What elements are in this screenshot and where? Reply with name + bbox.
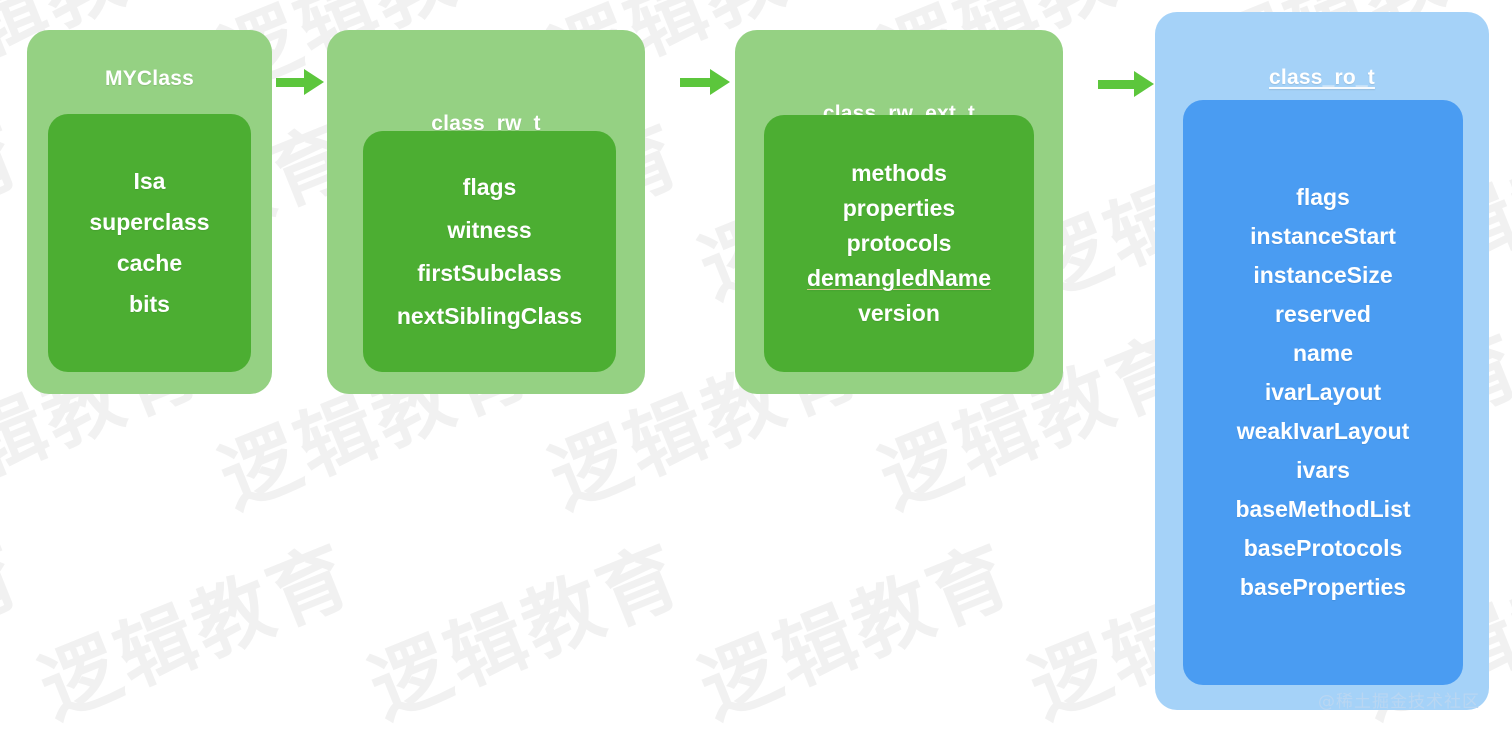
field-baseprotocols: baseProtocols (1243, 535, 1403, 561)
arrow-shaft (276, 77, 304, 87)
field-flags: flags (462, 173, 517, 200)
field-baseproperties: baseProperties (1239, 574, 1407, 600)
node-class-rw-t[interactable]: class_rw_t flags witness firstSubclass n… (327, 30, 645, 394)
field-flags: flags (1296, 184, 1350, 210)
field-version: version (858, 300, 940, 326)
field-reserved: reserved (1275, 301, 1371, 327)
field-superclass: superclass (89, 209, 210, 235)
field-instancestart: instanceStart (1250, 223, 1396, 249)
node-class-ro-t-title: class_ro_t (1269, 66, 1375, 89)
watermark-tile: 逻辑教育 (861, 723, 1207, 733)
watermark-tile: 逻辑教育 (0, 529, 36, 733)
arrow-head-icon (1134, 71, 1154, 97)
field-witness: witness (447, 216, 532, 243)
field-weakivarlayout: weakIvarLayout (1236, 418, 1410, 444)
arrow-myclass-to-class-rw-t (276, 69, 324, 95)
node-class-rw-t-fields: flags witness firstSubclass nextSiblingC… (363, 131, 616, 372)
field-demangledname: demangledName (806, 265, 992, 291)
watermark-tile: 逻辑教育 (531, 723, 877, 733)
field-properties: properties (842, 195, 956, 221)
arrow-head-icon (304, 69, 324, 95)
node-myclass[interactable]: MYClass Isa superclass cache bits (27, 30, 272, 394)
field-ivarlayout: ivarLayout (1264, 379, 1382, 405)
arrow-head-icon (710, 69, 730, 95)
arrow-class-rw-t-to-class-rw-ext-t (680, 69, 730, 95)
node-class-rw-ext-t-fields: methods properties protocols demangledNa… (764, 115, 1034, 372)
field-nextsiblingclass: nextSiblingClass (396, 302, 583, 329)
field-basemethodlist: baseMethodList (1235, 496, 1411, 522)
field-ivars: ivars (1296, 457, 1350, 483)
field-firstsubclass: firstSubclass (417, 259, 562, 286)
credit-watermark: @稀土掘金技术社区 (1318, 692, 1480, 712)
field-protocols: protocols (846, 230, 952, 256)
node-class-ro-t[interactable]: class_ro_t flags instanceStart instanceS… (1155, 12, 1489, 710)
field-cache: cache (116, 250, 183, 276)
field-isa: Isa (133, 168, 166, 194)
arrow-shaft (680, 77, 710, 87)
field-name: name (1292, 340, 1354, 366)
field-methods: methods (851, 160, 947, 186)
watermark-tile: 逻辑教育 (201, 723, 547, 733)
watermark-tile: 逻辑教育 (687, 529, 1026, 733)
node-myclass-fields: Isa superclass cache bits (48, 114, 251, 372)
field-instancesize: instanceSize (1253, 262, 1393, 288)
arrow-class-rw-ext-t-to-class-ro-t (1098, 71, 1154, 97)
node-class-rw-t-title: class_rw_t (431, 112, 541, 135)
node-class-ro-t-fields: flags instanceStart instanceSize reserve… (1183, 100, 1463, 685)
watermark-tile: 逻辑教育 (357, 529, 696, 733)
node-myclass-title: MYClass (105, 67, 194, 90)
node-class-rw-ext-t[interactable]: class_rw_ext_t methods properties protoc… (735, 30, 1063, 394)
watermark-tile: 逻辑教育 (27, 529, 366, 733)
arrow-shaft (1098, 79, 1134, 89)
field-bits: bits (129, 291, 170, 317)
watermark-tile: 逻辑教育 (1191, 723, 1512, 733)
watermark-tile: 逻辑教育 (0, 723, 217, 733)
